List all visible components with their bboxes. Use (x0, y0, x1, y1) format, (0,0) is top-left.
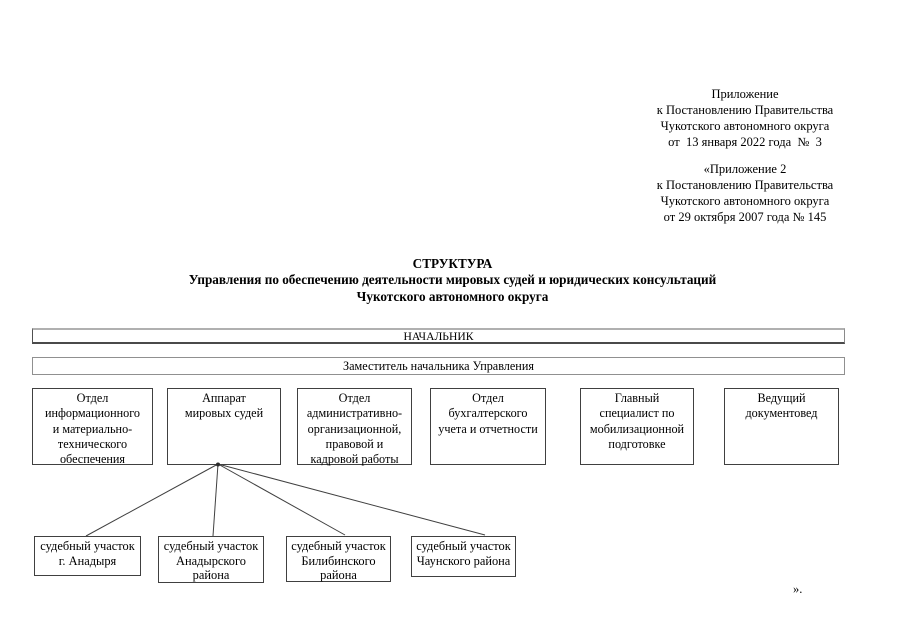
page-title-line: Чукотского автономного округа (356, 288, 549, 304)
appendix-note-line: Чукотского автономного округа (660, 119, 830, 133)
court-section-box-anadyrsky-district: судебный участок Анадырского района (158, 536, 264, 583)
court-section-box-anadyr-city: судебный участок г. Анадыря (34, 536, 141, 576)
appendix-note-line: Чукотского автономного округа (660, 194, 830, 208)
court-section-line: судебный участок (291, 539, 386, 553)
department-box-line: Отдел (76, 391, 109, 405)
appendix-note-2007: «Приложение 2 к Постановлению Правительс… (600, 161, 890, 225)
court-section-line: г. Анадыря (58, 553, 117, 568)
appendix-note-line: от 29 октября 2007 года № 145 (663, 210, 827, 224)
page-title-line: Управления по обеспечению деятельности м… (188, 272, 717, 288)
court-section-line: Анадырского (176, 553, 246, 568)
connector-line (212, 463, 219, 537)
appendix-note-line: «Приложение 2 (703, 162, 787, 176)
department-box-administrative-legal-hr: Отдел административно- организационной, … (297, 388, 412, 467)
page-title-line: СТРУКТУРА (412, 256, 493, 271)
appendix-note-line: Приложение (711, 87, 779, 101)
department-box-line: правовой и (325, 436, 384, 451)
court-section-box-chaunsky-district: судебный участок Чаунского района (411, 536, 516, 577)
court-section-box-bilibinsky-district: судебный участок Билибинского района (286, 536, 391, 582)
department-box-line: Отдел (338, 391, 371, 405)
department-box-line: документовед (745, 406, 818, 421)
department-box-line: обеспечения (59, 452, 126, 467)
appendix-note-line: к Постановлению Правительства (656, 178, 834, 192)
court-section-line: судебный участок (163, 539, 259, 553)
department-box-line: специалист по (599, 406, 675, 421)
court-section-line: Билибинского (301, 553, 376, 568)
department-box-line: Аппарат (202, 391, 246, 405)
department-box-mobilization-specialist: Главный специалист по мобилизационной по… (580, 388, 694, 465)
court-section-line: судебный участок (40, 539, 135, 553)
appendix-note-2022: Приложение к Постановлению Правительства… (600, 86, 890, 150)
department-box-line: кадровой работы (310, 452, 399, 467)
department-box-line: информационного (44, 406, 141, 421)
department-box-line: подготовке (608, 436, 666, 451)
court-section-line: Чаунского района (416, 553, 511, 568)
department-box-accounting: Отдел бухгалтерского учета и отчетности (430, 388, 546, 465)
department-box-information-support: Отдел информационного и материально- тех… (32, 388, 153, 467)
department-box-line: Отдел (472, 391, 504, 405)
connector-line (85, 463, 219, 537)
connector-line (217, 463, 486, 536)
deputy-box-label: Заместитель начальника Управления (343, 358, 534, 373)
department-box-line: бухгалтерского (448, 406, 528, 421)
department-box-line: мобилизационной (589, 421, 685, 436)
department-box-line: учета и отчетности (438, 421, 538, 436)
appendix-note-line: к Постановлению Правительства (656, 103, 834, 117)
department-box-lead-document-clerk: Ведущий документовед (724, 388, 839, 465)
appendix-note: Приложение к Постановлению Правительства… (600, 86, 890, 225)
department-box-line: Ведущий (757, 391, 806, 405)
appendix-note-line: от 13 января 2022 года № 3 (668, 135, 822, 149)
department-box-line: технического (57, 436, 128, 451)
page-title: СТРУКТУРА Управления по обеспечению деят… (0, 256, 905, 305)
court-section-line: района (320, 568, 357, 583)
department-box-justice-of-peace-staff: Аппарат мировых судей (167, 388, 281, 465)
department-box-line: мировых судей (184, 406, 264, 421)
court-section-line: судебный участок (416, 539, 511, 553)
department-box-line: и материально- (52, 421, 133, 436)
head-box-label: НАЧАЛЬНИК (403, 329, 474, 343)
court-section-line: района (192, 568, 230, 583)
head-box: НАЧАЛЬНИК (32, 328, 845, 344)
department-box-line: административно- (306, 406, 403, 421)
department-box-line: Главный (614, 391, 660, 405)
connector-line (217, 463, 346, 536)
closing-quote-mark: ». (793, 582, 803, 596)
deputy-box: Заместитель начальника Управления (32, 357, 845, 375)
department-box-line: организационной, (307, 421, 402, 436)
